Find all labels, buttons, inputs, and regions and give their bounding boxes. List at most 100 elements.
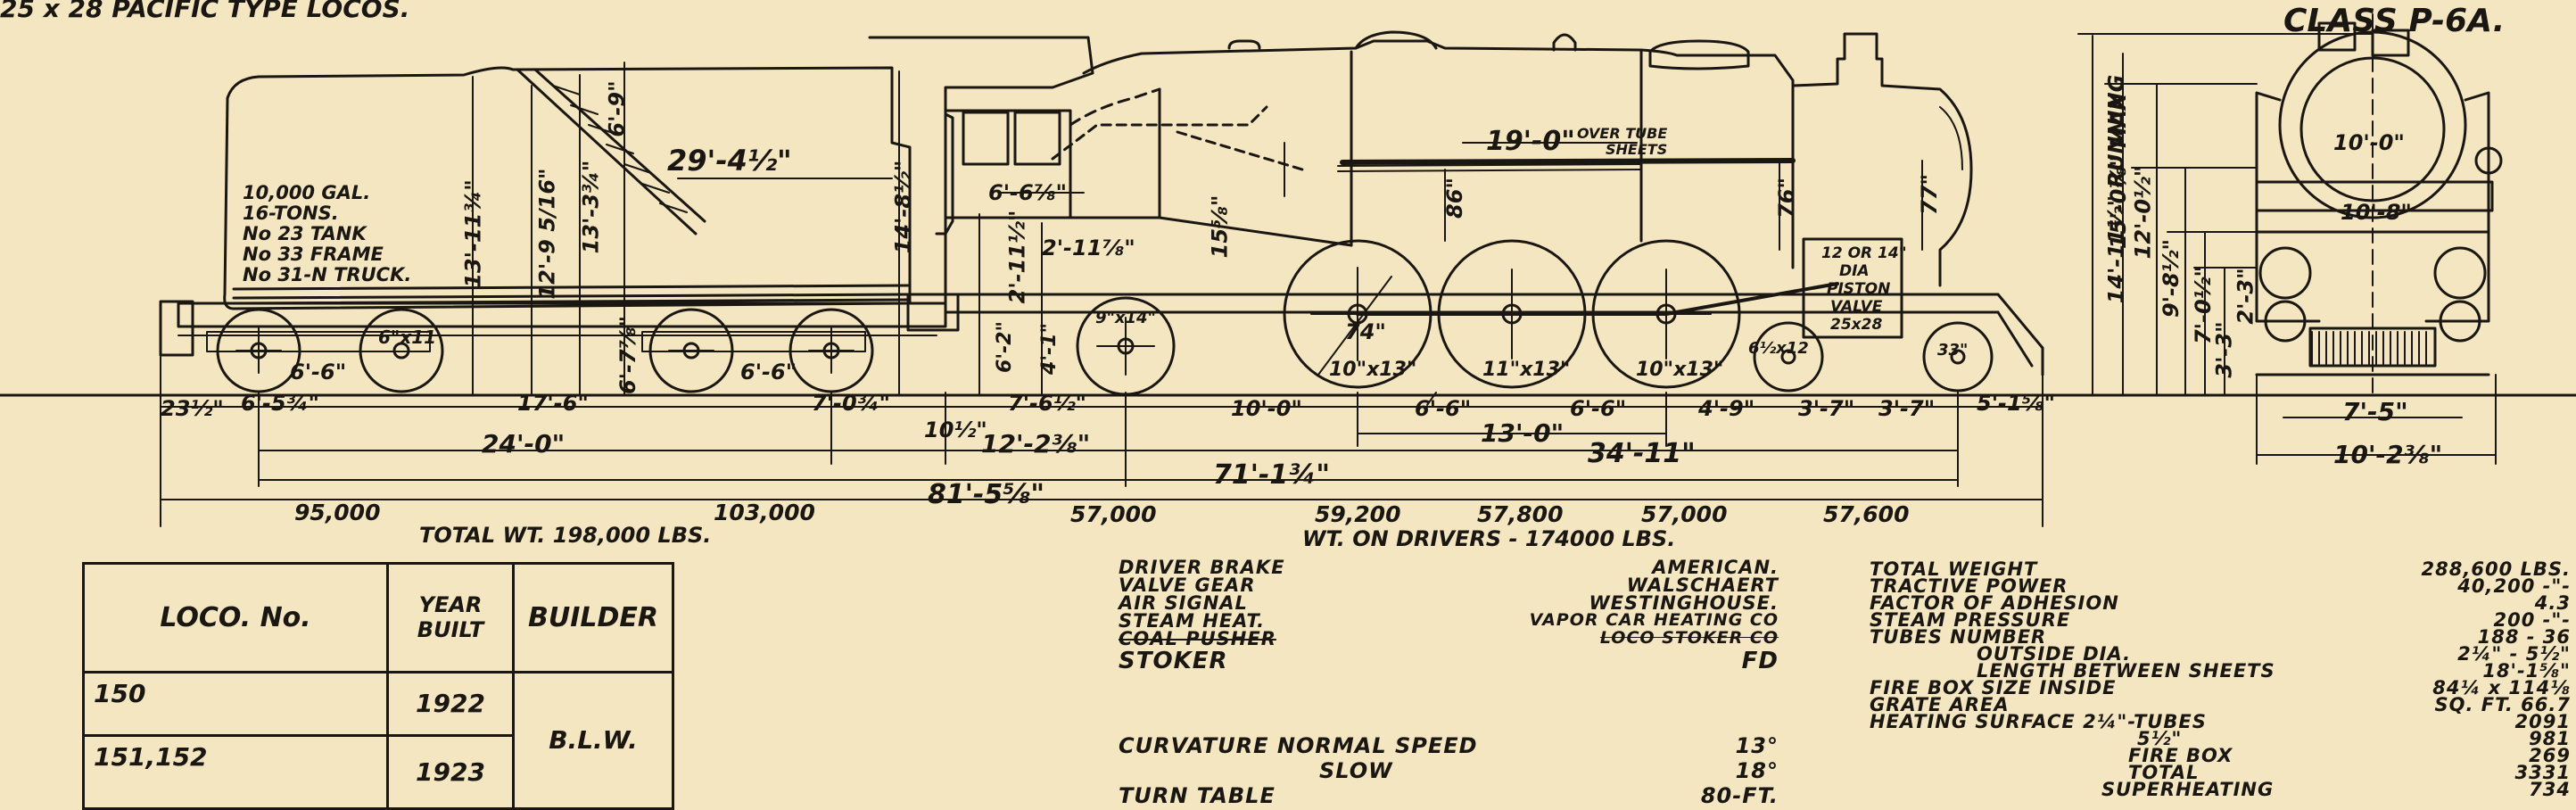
cab-height-1: 2'-11½" [1004,210,1030,304]
spec-label: STEAM PRESSURE [1870,609,2071,631]
loco-no-cell: 150 [82,670,389,737]
list-item: VALVE GEAR WALSCHAERT [1119,574,1779,596]
equipment-value: WESTINGHOUSE. [1589,592,1779,614]
spec-label: HEATING SURFACE 2¼"-TUBES [1870,711,2207,732]
list-item: SLOW 18° [1119,760,1779,785]
tender-capacity-note: 10,000 GAL. 16-TONS. No 23 TANK No 33 FR… [243,184,411,285]
front-view [2255,6,2503,393]
front-mid-width: 10'-8" [2341,200,2412,225]
spec-label: GRATE AREA [1870,694,2010,715]
loco-table-header: LOCO. No. YEAR BUILT BUILDER [82,562,674,674]
equipment-label: VALVE GEAR [1119,574,1256,596]
year-cell: 1923 [386,733,515,810]
spec-label: LENGTH BETWEEN SHEETS [1977,660,2275,682]
spec-label: TOTAL WEIGHT [1870,558,2038,580]
dim-row1-1: 6'-5¾" [241,391,320,416]
tender-dim-h5: 14'-8½" [890,160,916,254]
spec-label: TOTAL [2128,762,2200,783]
list-item: TOTAL WEIGHT 288,600 LBS. [1870,558,2571,580]
spec-value: 288,600 LBS. [2421,558,2571,580]
list-item: TURN TABLE 80-FT. [1119,785,1779,810]
loco-no-cell: 151,152 [82,733,389,810]
table-row: 150 1922 B.L.W. [82,670,674,810]
list-item: FACTOR OF ADHESION 4.3 [1870,592,2571,614]
spec-value: 188 - 36 [2477,626,2571,648]
col-loco-no: LOCO. No. [82,562,389,674]
capacity-line-2: 16-TONS. [243,202,339,224]
spec-value: 269 [2529,745,2571,766]
spec-label: SUPERHEATING [2101,779,2275,800]
capacity-line-3: No 23 TANK [243,223,367,244]
capacity-line-5: No 31-N TRUCK. [243,264,412,285]
builder-cell: B.L.W. [512,670,674,810]
equipment-label: COAL PUSHER [1119,628,1276,649]
spec-value: 84¼ x 114⅛ [2432,677,2571,698]
dim-row1-12: 5'-1⅝" [1977,391,2056,416]
cab-height-3: 15⅝" [1207,194,1233,259]
front-wheel-size: 33" [1937,341,1969,360]
piston-line-3: PISTON [1827,280,1891,298]
equipment-value: LOCO STOKER CO [1599,628,1779,648]
driver-axle-3: 10"x13" [1636,359,1724,381]
front-dim-3: 7'-0½" [2191,265,2217,345]
tube-sheets-dim: 19'-0" [1486,126,1575,157]
list-item: FIRE BOX SIZE INSIDE 84¼ x 114⅛ [1870,677,2571,698]
capacity-line-1: 10,000 GAL. [243,182,371,203]
engine-dim-a: 12'-2⅜" [981,429,1091,459]
pilot-truck-wheels [1753,321,1994,393]
weight-2: 57,000 [1070,501,1157,527]
list-item: STEAM HEAT. VAPOR CAR HEATING CO [1119,612,1779,631]
list-item: STOKER FD [1119,648,1779,673]
driver-diameter: 74" [1345,319,1386,344]
spec-label: 5½" [2137,728,2183,749]
list-item: DRIVER BRAKE AMERICAN. [1119,557,1779,578]
dim-row1-9: 4'-9" [1698,396,1755,421]
equipment-value: AMERICAN. [1652,557,1779,578]
tender-dim-h1: 6'-9" [604,80,630,137]
drivers-wheelbase: 13'-0" [1481,418,1565,448]
tender-wheelbase: 24'-0" [482,429,566,459]
dim-row1-11: 3'-7" [1878,396,1936,421]
tender-length: 29'-4½" [667,144,792,178]
overall-length: 81'-5⅝" [928,479,1044,510]
weight-0: 95,000 [294,500,381,525]
dim-row1-4: 10½" [924,417,987,442]
year-cell: 1922 [386,670,515,737]
spec-label: FIRE BOX SIZE INSIDE [1870,677,2117,698]
list-item: CURVATURE NORMAL SPEED 13° [1119,735,1779,760]
cab-dim: 6'-6⅞" [988,180,1068,205]
loco-table: LOCO. No. YEAR BUILT BUILDER 150 1922 B.… [82,562,674,810]
dim-row1-6: 10'-0" [1231,396,1302,421]
front-max-height: 15'-0⅞" MAX [2106,93,2132,250]
spec-label: FACTOR OF ADHESION [1870,592,2119,614]
spec-value: 981 [2529,728,2571,749]
list-item: 5½" 981 [1870,728,2571,749]
spec-value: 2¼" - 5½" [2457,643,2571,665]
spec-value: 4.3 [2534,592,2571,614]
dim-row1-7: 6'-6" [1415,396,1472,421]
cyl-dim-a: 6'-2" [993,321,1016,373]
piston-line-4: VALVE [1830,298,1883,316]
drawing-title: 25 x 28 PACIFIC TYPE LOCOS. [0,0,410,23]
curvature-label: SLOW [1319,758,1393,783]
tender-dim-h3: 12'-9 5/16" [534,168,560,300]
boiler-dim-86: 86" [1441,178,1467,219]
front-dim-1: 12'-0½" [2130,165,2156,260]
dim-row1-10: 3'-7" [1798,396,1855,421]
dim-row1-0: 23½" [161,396,224,421]
front-dim-5: 2'-3" [2233,268,2258,325]
boiler-dim-76: 76" [1773,178,1799,219]
col-year-built: YEAR BUILT [386,562,515,674]
spec-label: TUBES NUMBER [1870,626,2047,648]
cyl-dim-b: 4'-1" [1037,323,1061,375]
col-builder: BUILDER [512,562,674,674]
curvature-label: CURVATURE NORMAL SPEED [1119,733,1478,758]
